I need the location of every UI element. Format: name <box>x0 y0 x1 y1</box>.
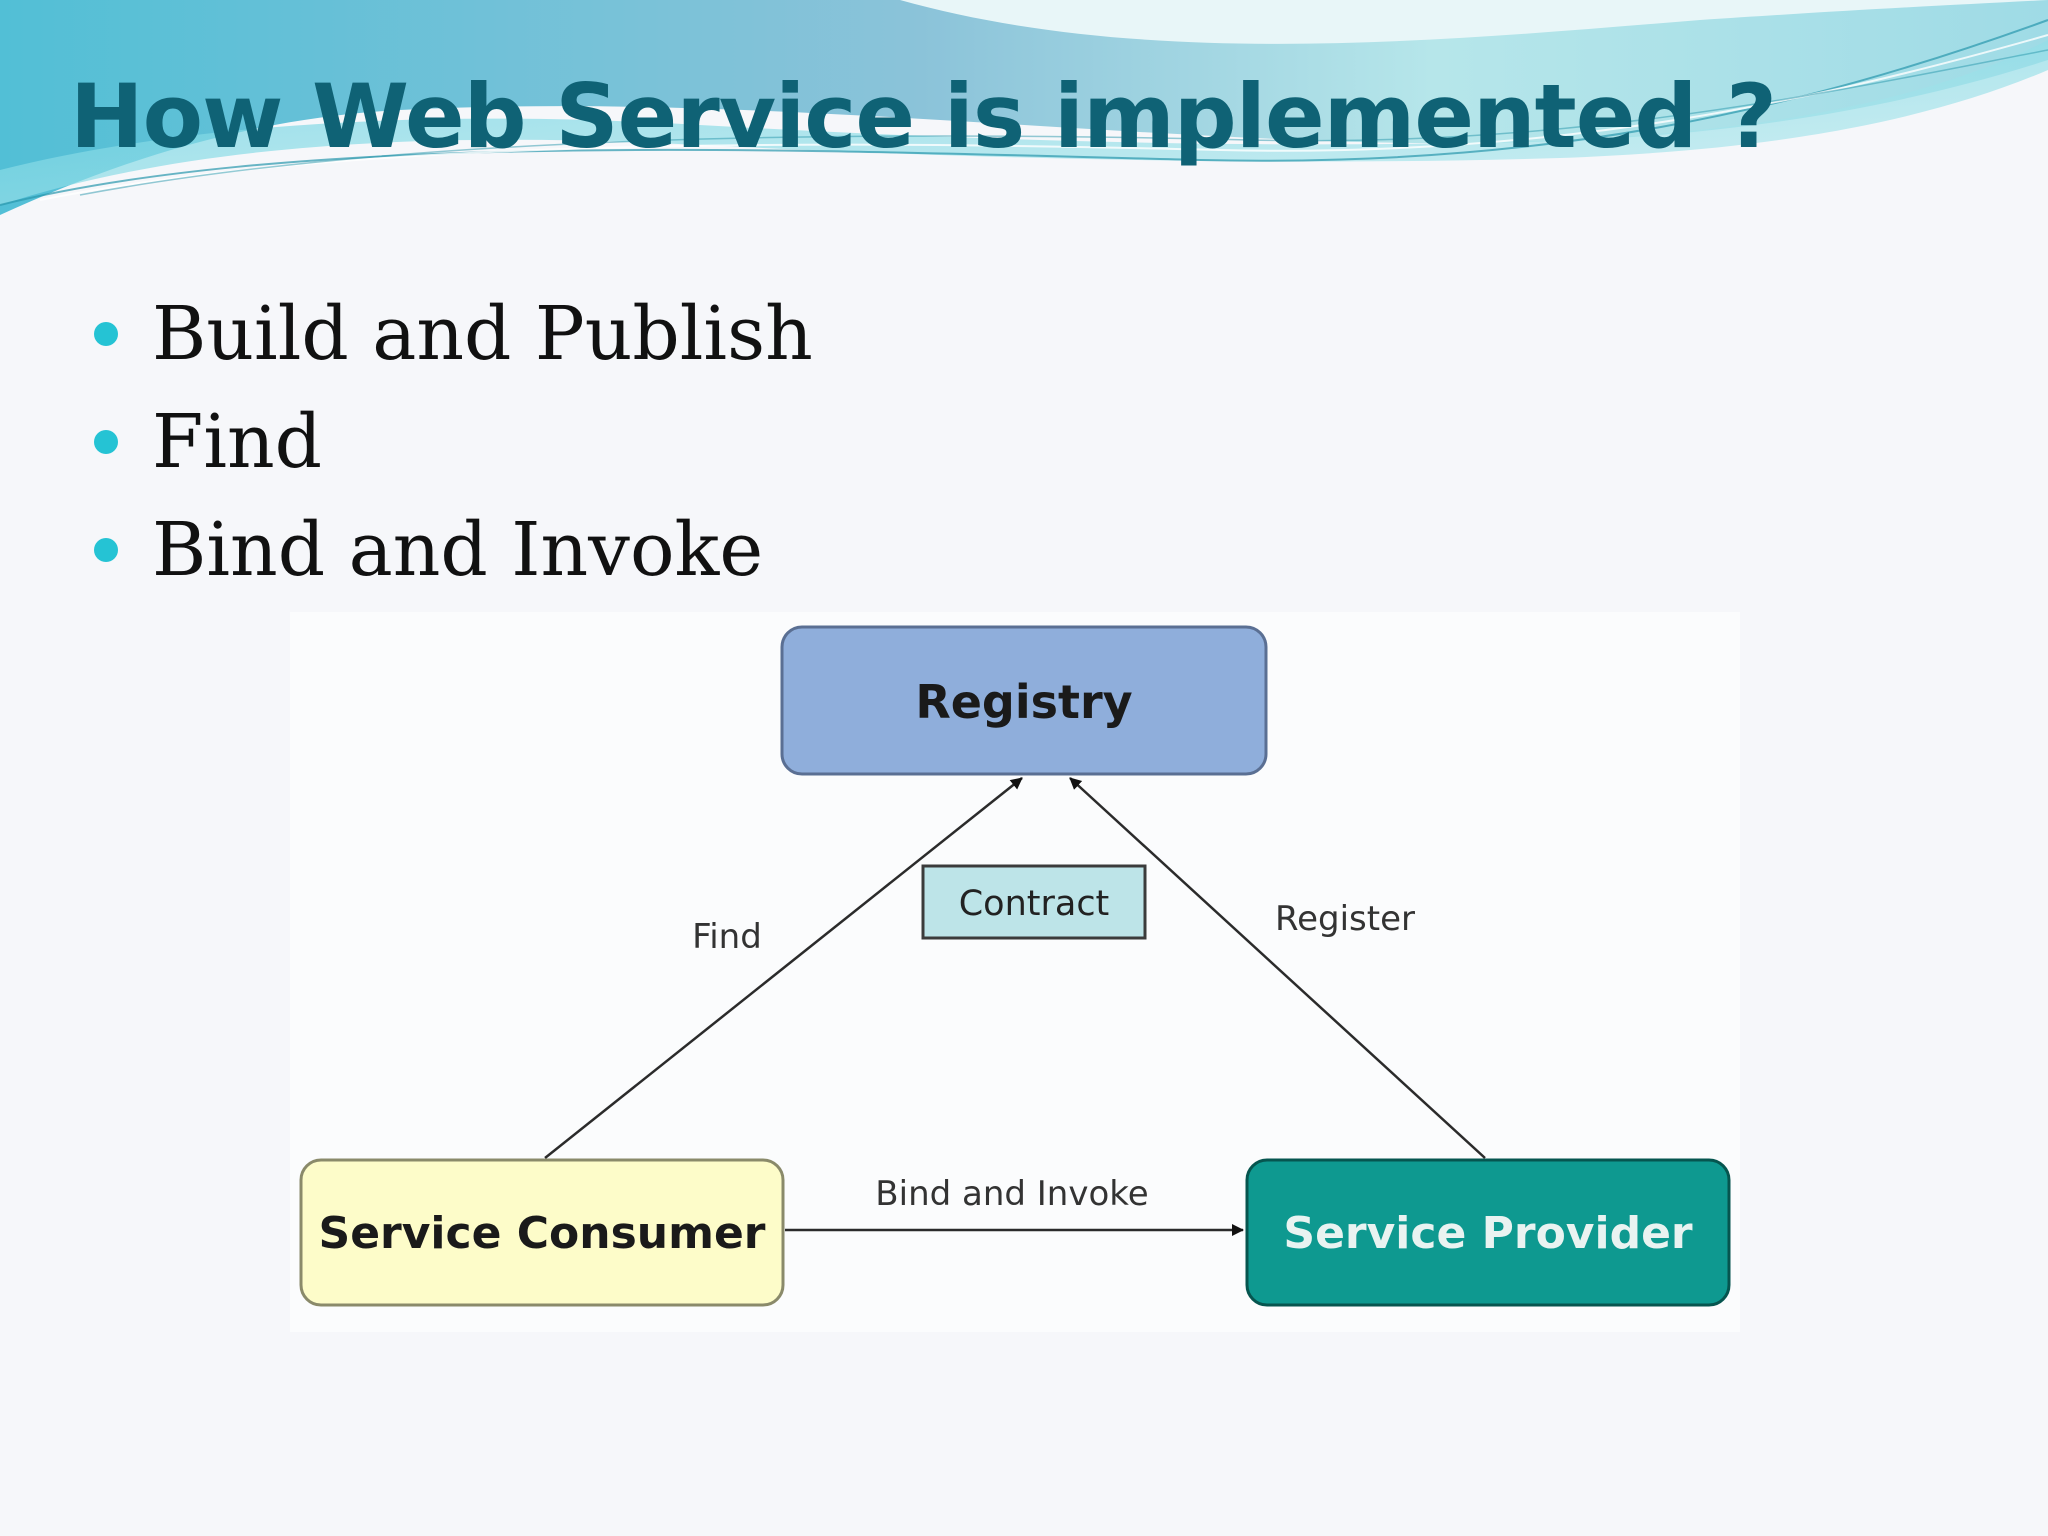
contract-node: Contract <box>921 864 1147 940</box>
find-edge-label: Find <box>692 917 762 957</box>
wave-highlight-2 <box>0 40 2048 205</box>
service-consumer-node: Service Consumer <box>299 1158 785 1307</box>
bullet-text: Find <box>152 399 323 485</box>
bullet-dot-icon <box>94 538 118 562</box>
contract-label: Contract <box>959 884 1110 924</box>
bullet-dot-icon <box>94 430 118 454</box>
bind-invoke-edge-label: Bind and Invoke <box>875 1174 1148 1214</box>
registry-node: Registry <box>780 625 1268 776</box>
wave-shape <box>0 0 2048 215</box>
bullet-text: Bind and Invoke <box>152 507 764 593</box>
wave-highlight <box>900 0 2048 44</box>
service-provider-node: Service Provider <box>1245 1158 1731 1307</box>
wave-line-3 <box>79 49 2048 196</box>
service-consumer-label: Service Consumer <box>319 1208 766 1259</box>
find-edge-arrow <box>544 777 1023 1159</box>
bullet-text: Build and Publish <box>152 291 813 377</box>
service-provider-label: Service Provider <box>1283 1208 1693 1259</box>
register-edge-label: Register <box>1275 899 1415 939</box>
register-edge-arrow <box>1069 777 1486 1159</box>
registry-label: Registry <box>915 675 1132 729</box>
bullet-dot-icon <box>94 322 118 346</box>
slide-title: How Web Service is implemented ? <box>70 65 1777 168</box>
